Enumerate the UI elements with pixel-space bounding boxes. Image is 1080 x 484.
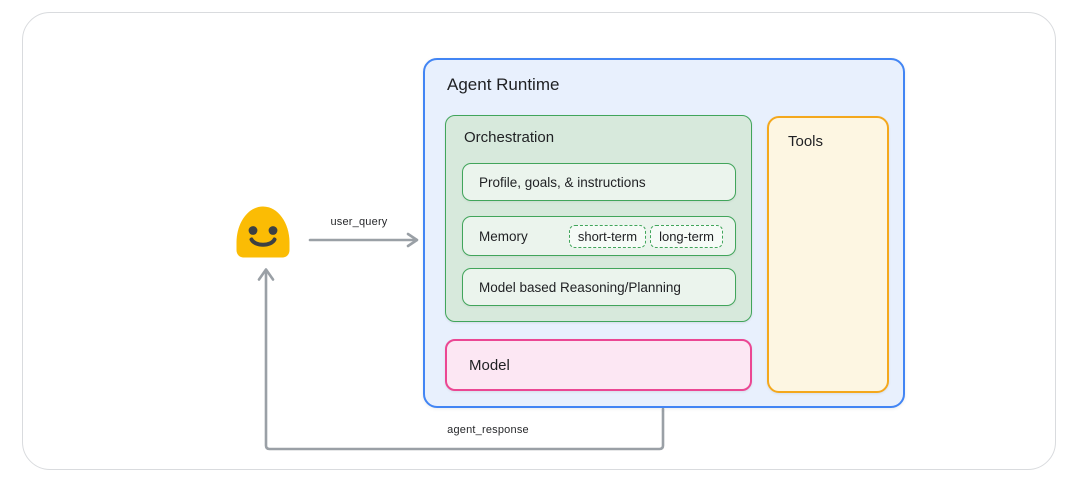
memory-box: Memory short-term long-term [462,216,736,256]
agent-response-arrowhead-icon [257,268,275,281]
profile-goals-instructions-box: Profile, goals, & instructions [462,163,736,201]
reasoning-planning-label: Model based Reasoning/Planning [479,279,681,295]
user-smiley-icon [232,204,294,260]
user-left-eye [248,226,258,235]
reasoning-planning-box: Model based Reasoning/Planning [462,268,736,306]
orchestration-box: Orchestration Profile, goals, & instruct… [445,115,752,322]
orchestration-title: Orchestration [464,129,555,146]
profile-goals-instructions-label: Profile, goals, & instructions [479,174,646,190]
agent-runtime-box: Agent Runtime Orchestration Profile, goa… [423,58,905,408]
short-term-chip: short-term [568,224,647,248]
user-smile [249,237,277,247]
user-right-eye [268,226,278,235]
user-query-label: user_query [330,216,388,228]
user-head-shape [236,206,290,258]
model-box: Model [445,339,752,391]
agent-runtime-title: Agent Runtime [447,75,560,94]
agent-response-label: agent_response [447,424,529,436]
memory-label: Memory [479,228,528,244]
long-term-chip: long-term [650,224,723,248]
memory-chip-group: short-term long-term [568,224,723,248]
tools-box: Tools [767,116,889,393]
outer-card: user_query agent_response Agent Runtime … [22,12,1056,470]
model-title: Model [469,356,510,374]
user-query-arrowhead-icon [406,232,419,248]
tools-title: Tools [788,133,824,150]
